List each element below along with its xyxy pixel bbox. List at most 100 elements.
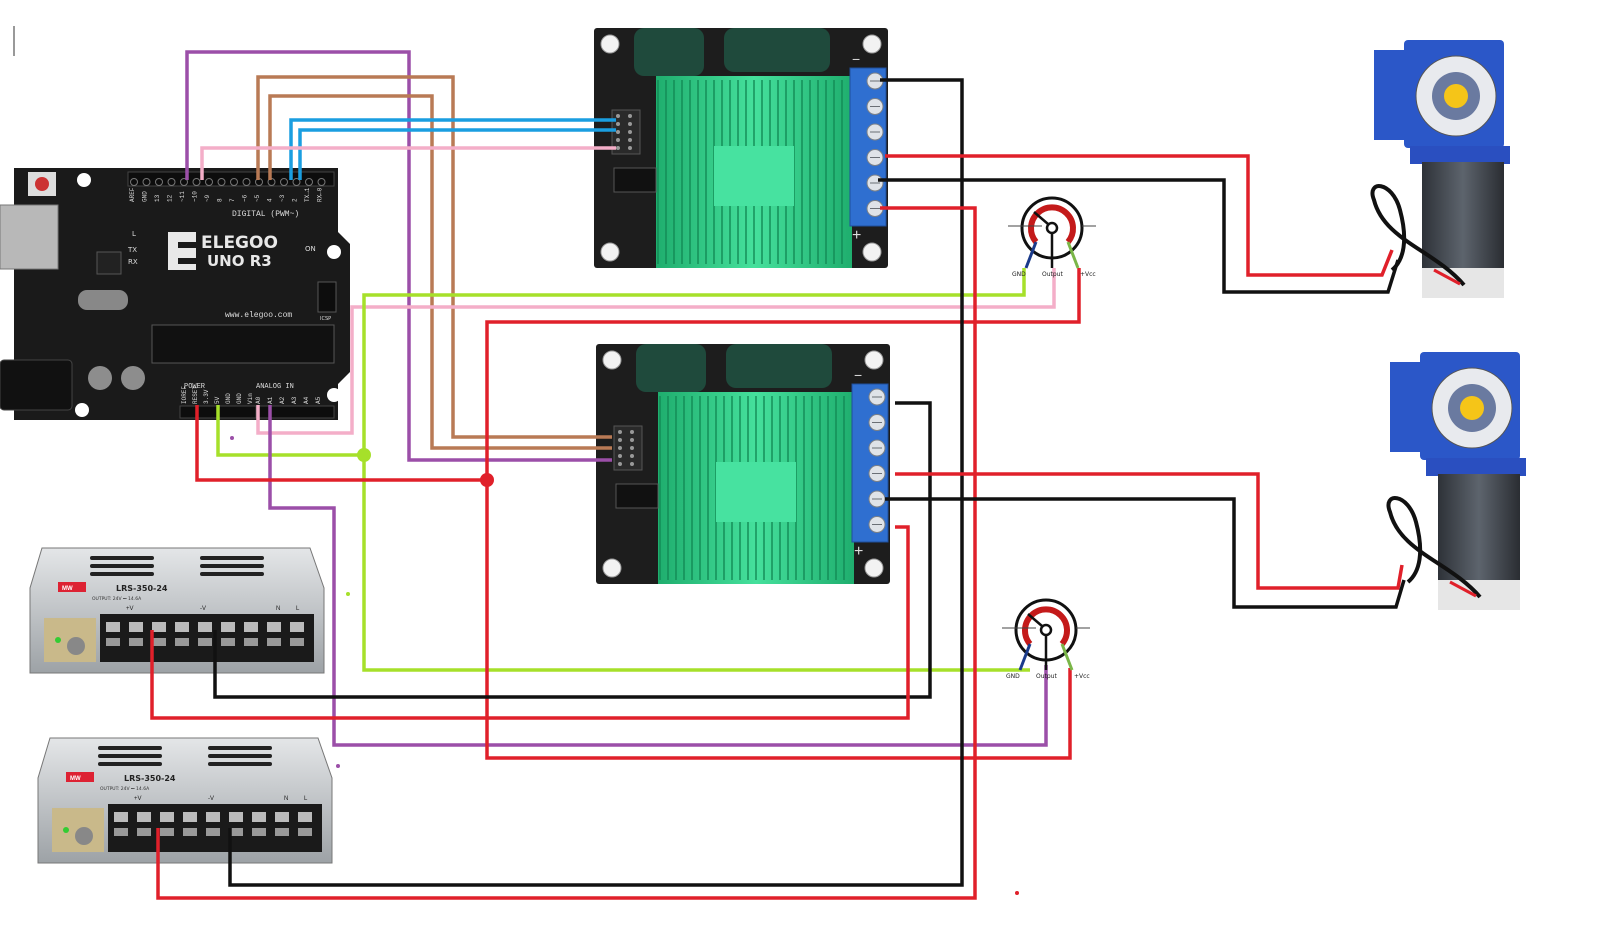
mount-hole: [602, 350, 622, 370]
psu-terminal-screw: [298, 812, 312, 822]
stray-dot: [336, 764, 340, 768]
pot-pin-label: +Vcc: [1074, 673, 1090, 680]
psu-brand-badge: [58, 582, 86, 592]
terminal-block: [851, 383, 889, 543]
psu-brand-badge: [66, 772, 94, 782]
digital-pin: [167, 178, 176, 186]
wire-d4-driver2: [268, 94, 612, 450]
power-pin-label: GND: [236, 393, 243, 404]
arduino-icsp-label: ICSP: [320, 316, 331, 322]
psu-model: LRS-350-24: [124, 774, 176, 783]
psu-terminal-screw: [290, 622, 304, 632]
pot-pin-label: Output: [1036, 673, 1057, 680]
vent-slot: [98, 754, 162, 758]
arduino-digital-label: DIGITAL (PWM~): [232, 210, 299, 219]
digital-header: [127, 171, 335, 187]
capacitor: [634, 28, 704, 76]
digital-pin: [155, 178, 163, 186]
wire-5v-pots: [195, 405, 487, 482]
pot-wiper: [1033, 211, 1049, 225]
digital-pin-label: ~10: [192, 191, 199, 202]
power-pin-label: IOREF: [181, 386, 188, 404]
digital-pin-label: ~11: [179, 191, 186, 202]
wire-driver2-vplus: [150, 525, 910, 720]
psu-led: [63, 827, 69, 833]
power-pin-label: RESET: [192, 386, 199, 404]
wire-a1-pot2: [268, 405, 1048, 747]
psu-terminal-screw: [137, 812, 151, 822]
pot-pin-label: +Vcc: [1080, 271, 1096, 278]
arduino-analog-label: ANALOG IN: [256, 383, 294, 391]
motor-body: [1422, 162, 1504, 268]
driver-ic: [615, 483, 659, 509]
arduino-brand: ELEGOO: [201, 233, 278, 253]
pot-pin-label: GND: [1006, 673, 1020, 680]
psu-terminal-screw: [221, 622, 235, 632]
mount-hole: [862, 34, 882, 54]
digital-pin: [292, 178, 301, 186]
psu-terminal-screw: [275, 812, 289, 822]
psu-capacitor: [67, 637, 85, 655]
psu-terminal-screw: [206, 812, 220, 822]
psu-minus-label: -V: [208, 796, 214, 802]
output-shaft: [1444, 84, 1468, 108]
digital-pin-label: ~3: [279, 194, 286, 202]
wire-motor1-plus: [885, 154, 1394, 277]
analog-pin-label: A2: [279, 396, 286, 404]
power-pin-label: Vin: [247, 393, 254, 404]
psu-output-rating: OUTPUT: 24V ⎓ 14.6A: [92, 596, 142, 602]
terminal-plus-label: +: [854, 543, 863, 560]
crystal: [78, 290, 128, 310]
psu-n-label: N: [284, 796, 288, 802]
psu-l-label: L: [296, 606, 300, 612]
psu-terminal-screw: [229, 812, 243, 822]
power-pin-label: GND: [225, 393, 232, 404]
mount-hole: [600, 34, 620, 54]
digital-pin-label: AREF: [129, 187, 136, 202]
psu-capacitor: [75, 827, 93, 845]
stray-dot: [230, 436, 234, 440]
digital-pin-label: 13: [154, 194, 161, 202]
pot-wiper: [1027, 613, 1043, 627]
wire-driver2-gnd: [213, 401, 932, 699]
psu-terminal-screw: [252, 812, 266, 822]
digital-pin-label: TX→1: [304, 187, 311, 202]
pot-pin-label: Output: [1042, 271, 1063, 278]
psu-terminal-screw: [129, 622, 143, 632]
analog-pin-label: A0: [255, 396, 262, 404]
wire-d2-driver1: [298, 128, 616, 180]
potentiometer: GND Output +Vcc: [1008, 196, 1096, 278]
psu-brand: MW: [62, 586, 73, 592]
terminal-block: [849, 67, 887, 227]
wire-driver1-vplus: [156, 206, 977, 900]
terminal-plus-label: +: [852, 227, 861, 244]
mount-hole: [864, 558, 884, 578]
arduino-l-label: L: [132, 230, 136, 238]
vent-slot: [200, 556, 264, 560]
wire-d5-driver2: [256, 75, 612, 439]
motor-body: [1438, 474, 1520, 580]
psu-brand: MW: [70, 776, 81, 782]
icsp-header: [317, 281, 337, 313]
wire-motor2-plus: [895, 472, 1404, 590]
stray-dot: [1015, 891, 1019, 895]
digital-pin: [217, 178, 226, 186]
digital-pin: [192, 178, 201, 186]
motor-cable: [1370, 184, 1466, 287]
wire-5v-pot2: [485, 480, 1072, 760]
digital-pin: [242, 178, 251, 186]
vent-slot: [208, 746, 272, 750]
wire-motor2-minus: [885, 497, 1406, 609]
arduino-url: www.elegoo.com: [225, 311, 292, 320]
wire-gnd-pot2: [362, 455, 1030, 672]
wire-gnd-pots: [216, 268, 1026, 457]
vent-slot: [208, 762, 272, 766]
psu-terminal-screw: [152, 622, 166, 632]
vent-slot: [90, 556, 154, 560]
pot-pin-label: GND: [1012, 271, 1026, 278]
psu-l-label: L: [304, 796, 308, 802]
psu-plus-label: +V: [126, 606, 134, 612]
digital-pin: [130, 178, 138, 186]
